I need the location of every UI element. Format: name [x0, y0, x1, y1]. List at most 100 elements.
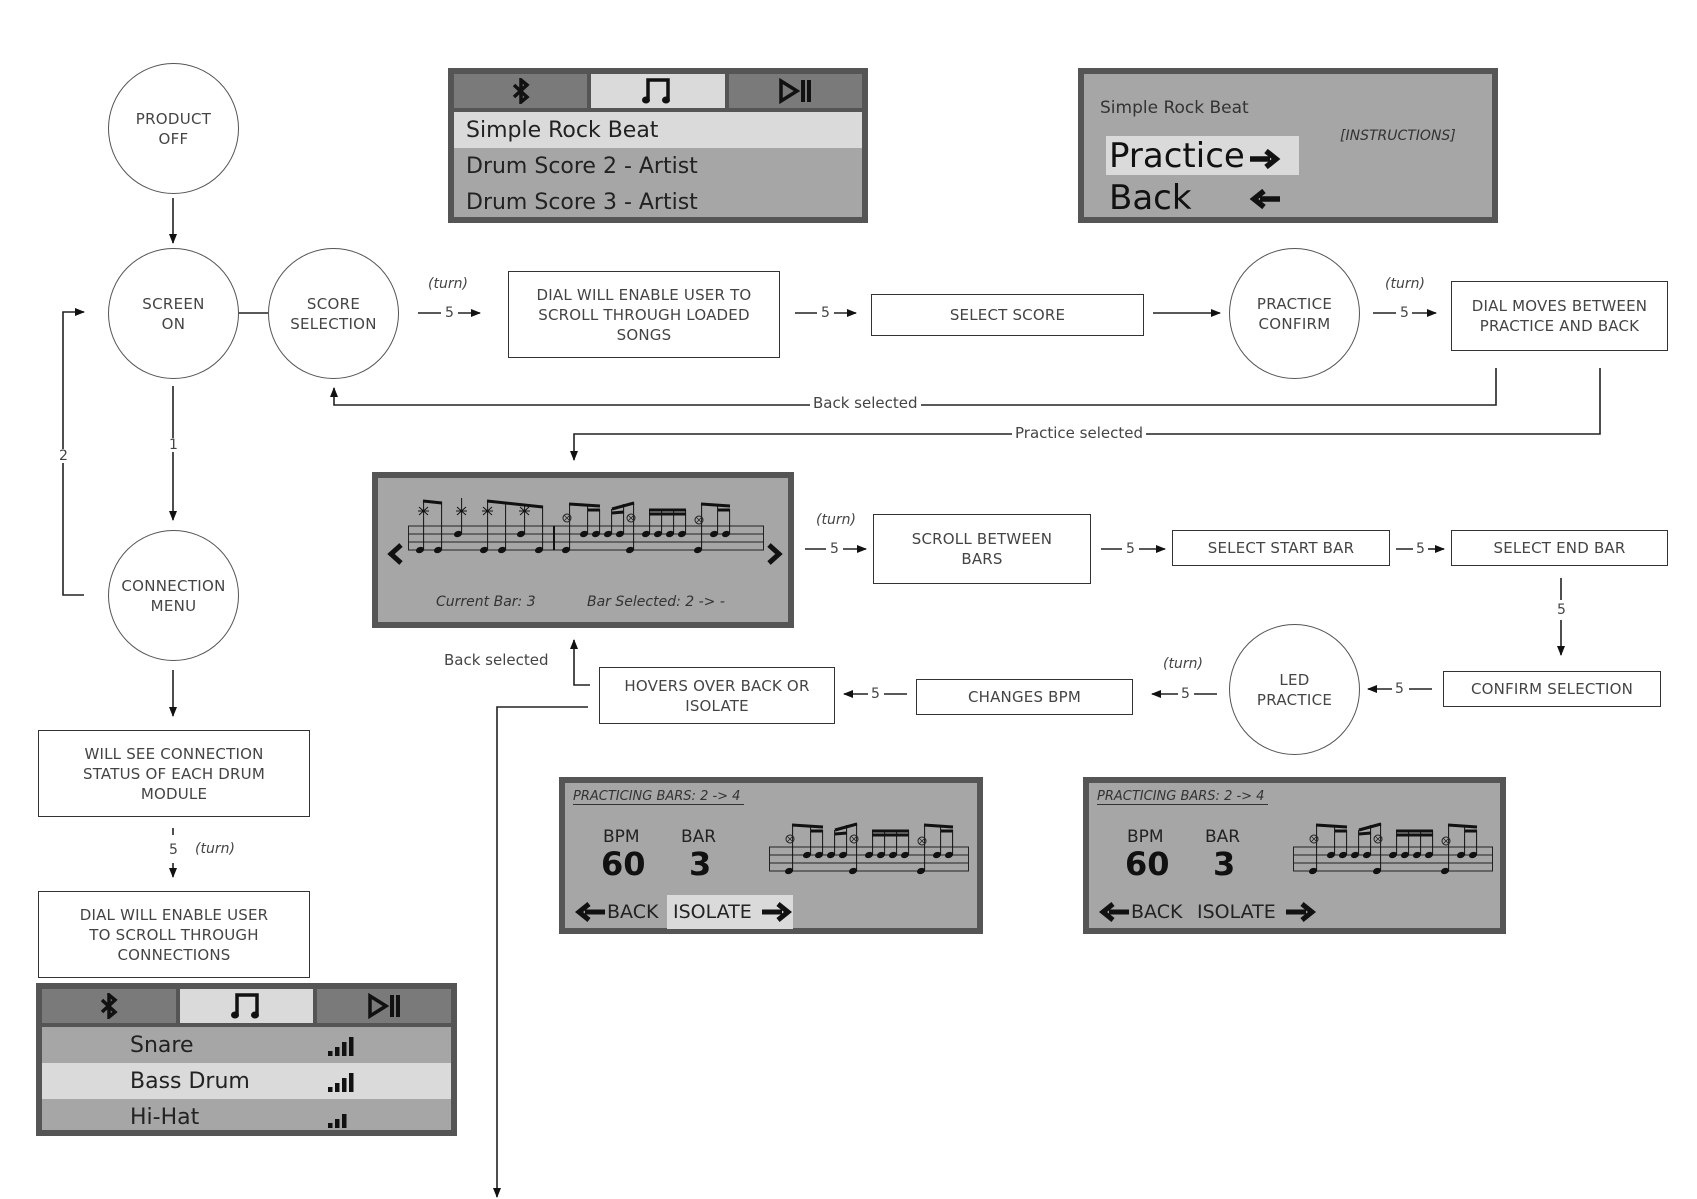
signal-strength-icon: [328, 1114, 347, 1128]
box-will-see-connection: WILL SEE CONNECTION STATUS OF EACH DRUM …: [38, 730, 310, 817]
note-head: [900, 851, 910, 859]
note-head: [709, 530, 719, 538]
note-head: [497, 546, 507, 554]
chevron-left-icon[interactable]: [386, 542, 406, 566]
bar-label: BAR: [1205, 827, 1241, 847]
note-head: [1456, 851, 1466, 859]
back-option[interactable]: Back: [1106, 178, 1299, 218]
edge-hovers-back: [570, 639, 590, 686]
open-hihat-mark: [1309, 834, 1319, 844]
screen-tab-bar: [42, 989, 452, 1023]
drum-module-name: Bass Drum: [130, 1068, 250, 1094]
note-beam: [1447, 823, 1478, 829]
label-back-selected: Back selected: [444, 651, 549, 669]
signal-bar: [349, 1037, 354, 1056]
open-hihat-mark: [1442, 837, 1450, 845]
song-list-item[interactable]: Drum Score 3 - Artist: [454, 184, 862, 220]
practicing-header: PRACTICING BARS: 2 -> 4: [1097, 789, 1269, 805]
bpm-label: BPM: [1127, 827, 1164, 847]
signal-bar: [328, 1123, 333, 1128]
current-bar-label: Current Bar: 3: [436, 594, 536, 610]
note-head: [944, 851, 954, 859]
music-note-icon: [641, 78, 670, 104]
signal-bar: [335, 1083, 340, 1092]
note-head: [848, 867, 858, 875]
open-hihat-mark: [627, 514, 635, 522]
box-dial-scroll-connections: DIAL WILL ENABLE USER TO SCROLL THROUGH …: [38, 891, 310, 978]
drum-module-item[interactable]: Hi-Hat: [42, 1099, 451, 1135]
drum-module-item[interactable]: Bass Drum: [42, 1063, 451, 1099]
practicing-screen-isolate: PRACTICING BARS: 2 -> 4 BPM 60 BAR 3 BAC…: [559, 777, 983, 934]
drum-module-item[interactable]: Snare: [42, 1027, 451, 1063]
tab-play-pause[interactable]: [728, 74, 862, 108]
isolate-option[interactable]: ISOLATE: [667, 895, 793, 929]
tab-bluetooth[interactable]: [42, 989, 176, 1023]
note-head: [1326, 851, 1336, 859]
note-head: [534, 546, 544, 554]
signal-strength-icon: [328, 1037, 354, 1056]
chevron-right-icon[interactable]: [764, 542, 784, 566]
play-pause-icon: [779, 78, 812, 104]
node-score-selection: SCORE SELECTION: [268, 248, 399, 379]
note-head: [641, 530, 651, 538]
note-beam: [611, 510, 625, 515]
step-label: 5: [1124, 541, 1137, 557]
signal-bar: [328, 1051, 333, 1056]
drum-module-name: Snare: [130, 1032, 194, 1058]
note-head: [864, 851, 874, 859]
signal-bar: [349, 1073, 354, 1092]
step-label: 5: [443, 305, 456, 321]
bar-label: BAR: [681, 827, 717, 847]
note-head: [516, 530, 526, 538]
note-head: [693, 546, 703, 554]
practice-confirm-screen: Simple Rock Beat [INSTRUCTIONS] Practice…: [1078, 68, 1498, 223]
open-hihat-mark: [850, 835, 858, 843]
signal-bar: [342, 1042, 347, 1056]
box-confirm-selection: CONFIRM SELECTION: [1443, 671, 1661, 707]
note-beam: [791, 823, 824, 829]
note-head: [653, 530, 663, 538]
signal-bar: [328, 1087, 333, 1092]
note-head: [453, 530, 463, 538]
tab-bluetooth[interactable]: [454, 74, 588, 108]
note-head: [665, 530, 675, 538]
label-practice-selected: Practice selected: [1012, 424, 1146, 442]
isolate-option[interactable]: ISOLATE: [1191, 895, 1317, 929]
note-head: [1440, 867, 1450, 875]
tab-play-pause[interactable]: [317, 989, 452, 1023]
signal-strength-icon: [328, 1073, 354, 1092]
note-head: [625, 546, 635, 554]
song-list-item[interactable]: Drum Score 2 - Artist: [454, 148, 862, 184]
bar-selection-screen: Current Bar: 3 Bar Selected: 2 -> -: [372, 472, 794, 628]
practicing-screen-default: PRACTICING BARS: 2 -> 4 BPM 60 BAR 3 BAC…: [1083, 777, 1506, 934]
turn-label: (turn): [1163, 656, 1203, 672]
open-hihat-mark: [786, 835, 794, 843]
practice-option[interactable]: Practice: [1106, 136, 1299, 176]
node-product-off: PRODUCT OFF: [108, 63, 239, 194]
step-label: 5: [1179, 686, 1192, 702]
song-list-item[interactable]: Simple Rock Beat: [454, 112, 862, 148]
note-head: [1338, 851, 1348, 859]
open-hihat-mark: [695, 516, 703, 524]
open-hihat-mark: [562, 513, 572, 523]
back-option[interactable]: BACK: [1099, 895, 1182, 929]
back-option[interactable]: BACK: [575, 895, 658, 929]
note-head: [1362, 851, 1372, 859]
tab-music[interactable]: [179, 989, 314, 1023]
note-head: [1400, 851, 1410, 859]
turn-label: (turn): [195, 841, 235, 857]
note-head: [603, 530, 613, 538]
note-head: [1468, 851, 1478, 859]
tab-music[interactable]: [591, 74, 725, 108]
music-note-icon: [230, 993, 259, 1019]
box-select-end-bar: SELECT END BAR: [1451, 530, 1668, 566]
arrow-left-icon: [575, 902, 605, 922]
label-back-selected: Back selected: [810, 394, 921, 412]
note-beam: [486, 499, 544, 509]
note-head: [615, 530, 625, 538]
note-head: [479, 546, 489, 554]
note-head: [838, 851, 848, 859]
song-title: Simple Rock Beat: [1100, 98, 1249, 118]
note-head: [415, 546, 425, 554]
